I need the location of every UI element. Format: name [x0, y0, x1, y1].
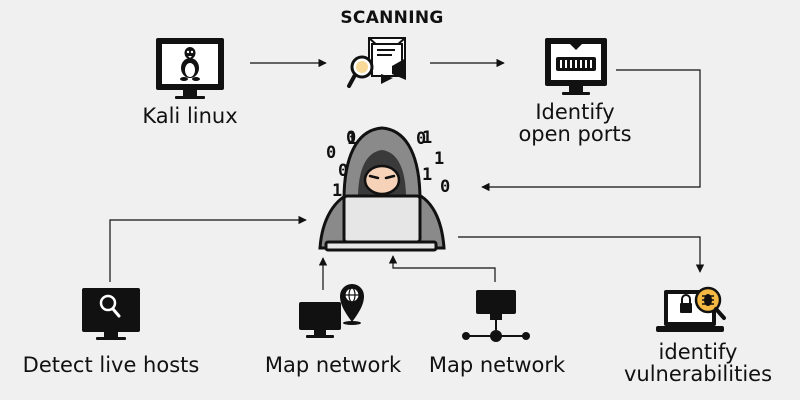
- binary-digit: 1: [434, 149, 444, 169]
- binary-digit: 0: [326, 143, 336, 163]
- port-monitor-icon: [545, 38, 607, 95]
- binary-digits: 0 1 0 0 1 1 0 1 0 1: [326, 128, 450, 201]
- binary-digit: 1: [422, 165, 432, 185]
- binary-digit: 0: [338, 161, 348, 181]
- edge-hacker-to-vulns: [458, 236, 705, 273]
- detect-live-hosts-label: Detect live hosts: [22, 353, 200, 377]
- binary-digit: 1: [347, 129, 357, 149]
- label-line: open ports: [518, 122, 632, 147]
- connectors: [109, 58, 705, 290]
- laptop-bug-lock-icon: [656, 286, 726, 332]
- edge-mapnet2-to-hacker: [388, 255, 496, 282]
- edge-ports-to-hacker: [481, 69, 701, 192]
- network-topology-icon: [462, 290, 530, 342]
- binary-digit: 0: [346, 128, 356, 148]
- scanning-title: SCANNING: [340, 8, 444, 28]
- identify-open-ports-label: Identify open ports: [505, 101, 645, 145]
- monitor-search-icon: [82, 288, 140, 340]
- hooded-hacker-icon: [318, 126, 446, 252]
- monitor-globe-pin-icon: [299, 284, 364, 338]
- binary-digit: 0: [440, 177, 450, 197]
- linux-monitor-icon: [156, 38, 224, 99]
- edge-livehosts-to-hacker: [109, 215, 307, 282]
- binary-digit: 1: [332, 181, 342, 201]
- kali-linux-label: Kali linux: [142, 104, 238, 128]
- label-line: identify: [658, 340, 738, 364]
- label-line: vulnerabilities: [623, 362, 773, 387]
- map-network-label-2: Map network: [428, 353, 566, 377]
- binary-digit: 1: [422, 128, 432, 148]
- binary-digit: 0: [416, 129, 426, 149]
- identify-vulnerabilities-label: identify vulnerabilities: [616, 341, 780, 385]
- mail-scan-icon: [347, 37, 406, 88]
- map-network-label-1: Map network: [264, 353, 402, 377]
- label-line: Identify: [535, 100, 615, 124]
